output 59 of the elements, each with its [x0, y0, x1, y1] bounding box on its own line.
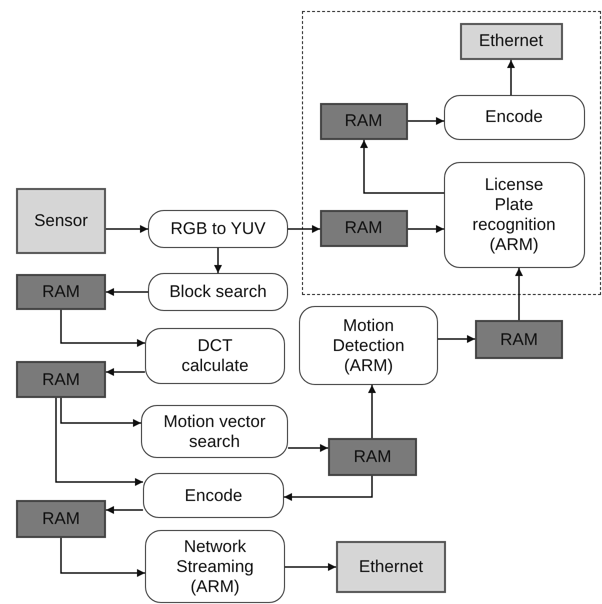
arrow — [55, 398, 143, 486]
box-label: RAM — [352, 447, 392, 467]
box-label: RAM — [344, 218, 384, 238]
box-label: License Plate recognition (ARM) — [471, 174, 557, 254]
memory-box — [320, 210, 408, 246]
arrow — [288, 225, 320, 233]
box-label: Encode — [484, 107, 544, 127]
box-label: RAM — [41, 509, 81, 529]
memory-box — [475, 320, 563, 359]
arrow — [106, 225, 148, 233]
arrow — [60, 538, 145, 577]
box-label: Network Streaming (ARM) — [175, 536, 255, 596]
arrow — [106, 368, 145, 376]
arrow — [60, 398, 141, 427]
device-box — [336, 541, 446, 593]
memory-box — [320, 102, 408, 140]
process-box — [148, 210, 288, 248]
memory-box — [16, 361, 106, 398]
process-box — [145, 328, 285, 384]
arrow — [285, 563, 336, 571]
process-box — [444, 162, 584, 268]
box-label: Sensor — [33, 211, 89, 231]
arrow — [515, 268, 523, 320]
box-label: Encode — [184, 486, 244, 506]
arrow — [408, 225, 444, 233]
memory-box — [328, 438, 417, 476]
process-box — [148, 273, 288, 311]
arrow — [214, 248, 222, 273]
box-label: RAM — [499, 330, 539, 350]
arrow — [106, 288, 148, 296]
box-label: Ethernet — [478, 31, 544, 51]
arrow — [438, 335, 475, 343]
memory-box — [16, 500, 106, 538]
box-label: RAM — [41, 370, 81, 390]
process-box — [444, 94, 584, 140]
arrow — [106, 506, 143, 514]
arrow — [284, 476, 373, 501]
arrow — [408, 117, 444, 125]
box-label: RGB to YUV — [169, 219, 267, 239]
arrow — [368, 385, 376, 438]
arrow — [360, 140, 444, 194]
box-label: Motion vector search — [162, 412, 267, 452]
box-label: RAM — [344, 111, 384, 131]
memory-box — [16, 274, 106, 310]
device-box — [460, 22, 562, 60]
dashed-region-box — [302, 11, 601, 295]
arrow — [288, 444, 328, 452]
arrow — [60, 310, 145, 347]
device-box — [16, 188, 106, 254]
box-label: RAM — [41, 282, 81, 302]
process-box — [299, 306, 438, 385]
arrow — [507, 60, 515, 95]
box-label: Ethernet — [358, 557, 424, 577]
box-label: Block search — [168, 282, 268, 302]
process-box — [143, 473, 284, 518]
box-label: Motion Detection (ARM) — [332, 316, 406, 376]
process-box — [141, 405, 288, 458]
box-label: DCT calculate — [180, 336, 250, 376]
process-box — [145, 530, 285, 603]
